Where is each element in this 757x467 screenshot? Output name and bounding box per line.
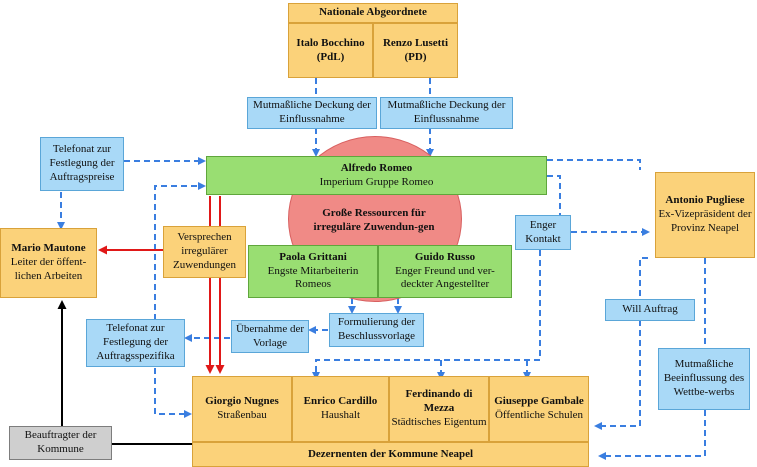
uebernahme-text: Übernahme der Vorlage: [235, 322, 305, 349]
deckung-label-right: Mutmaßliche Deckung der Einflussnahme: [380, 97, 513, 129]
romeo-name: Alfredo Romeo: [340, 161, 413, 174]
beauftragter-text: Beauftragter der Kommune: [24, 429, 97, 455]
nationale-title: Nationale Abgeordnete: [319, 6, 427, 19]
versprechen-text: Versprechen irregulärer Zuwendungen: [173, 231, 236, 271]
gambale-sub: Öffentliche Schulen: [494, 409, 584, 421]
grittani-box: Paola Grittani Engste Mitarbeiterin Rome…: [248, 245, 378, 298]
pugliese-box: Antonio Pugliese Ex-Vizepräsident der Pr…: [655, 172, 755, 258]
russo-box: Guido Russo Enger Freund und ver-deckter…: [378, 245, 512, 298]
will-auftrag-text: Will Auftrag: [622, 303, 678, 316]
deckung-text-right: Mutmaßliche Deckung der Einflussnahme: [387, 99, 506, 125]
uebernahme-box: Übernahme der Vorlage: [231, 320, 309, 353]
resources-text: Große Ressourcen für irreguläre Zuwendun…: [308, 198, 440, 244]
dimezza-name: Ferdinando di Mezza: [405, 388, 473, 415]
bocchino-box: Italo Bocchino (PdL): [288, 23, 373, 78]
pugliese-name: Antonio Pugliese: [665, 194, 745, 207]
gambale-name: Giuseppe Gambale: [494, 395, 584, 408]
gambale-box: Giuseppe Gambale Öffentliche Schulen: [489, 376, 589, 442]
dezernenten-footer-text: Dezernenten der Kommune Neapel: [307, 447, 474, 460]
bocchino-name: Italo Bocchino: [296, 36, 365, 49]
dezernenten-footer: Dezernenten der Kommune Neapel: [192, 442, 589, 467]
deckung-label-left: Mutmaßliche Deckung der Einflussnahme: [247, 97, 377, 129]
beauftragter-box: Beauftragter der Kommune: [9, 426, 112, 460]
telefonat-preise-box: Telefonat zur Festlegung der Auftragspre…: [40, 137, 124, 191]
line-beeinflussung-down: [598, 410, 706, 460]
grittani-name: Paola Grittani: [279, 250, 347, 263]
romeo-sub: Imperium Gruppe Romeo: [319, 175, 434, 188]
russo-name: Guido Russo: [414, 250, 476, 263]
telefonat-preise-text: Telefonat zur Festlegung der Auftragspre…: [49, 143, 115, 183]
lusetti-box: Renzo Lusetti (PD): [373, 23, 458, 78]
versprechen-box: Versprechen irregulärer Zuwendungen: [163, 226, 246, 278]
pugliese-sub: Ex-Vizepräsident der Provinz Neapel: [658, 208, 752, 234]
enger-kontakt-box: Enger Kontakt: [515, 215, 571, 250]
dimezza-sub: Städtisches Eigentum: [391, 415, 487, 428]
mautone-sub: Leiter der öffent-lichen Arbeiten: [10, 256, 87, 282]
mautone-box: Mario Mautone Leiter der öffent-lichen A…: [0, 228, 97, 298]
line-romeo-pugliese-top: [547, 159, 641, 170]
dimezza-box: Ferdinando di Mezza Städtisches Eigentum: [389, 376, 489, 442]
circle-label: Große Ressourcen für irreguläre Zuwendun…: [313, 207, 435, 233]
enger-kontakt-text: Enger Kontakt: [525, 218, 561, 245]
deckung-text-left: Mutmaßliche Deckung der Einflussnahme: [253, 99, 371, 125]
mautone-name: Mario Mautone: [11, 242, 86, 255]
beeinflussung-text: Mutmaßliche Beeinflussung des Wettbe-wer…: [663, 358, 745, 398]
telefonat-spezifika-box: Telefonat zur Festlegung der Auftragsspe…: [86, 319, 185, 367]
line-will-auftrag: [594, 257, 648, 430]
beeinflussung-box: Mutmaßliche Beeinflussung des Wettbe-wer…: [658, 348, 750, 410]
cardillo-sub: Haushalt: [320, 409, 361, 421]
lusetti-name: Renzo Lusetti: [382, 36, 449, 49]
lusetti-party: (PD): [404, 50, 427, 63]
will-auftrag-box: Will Auftrag: [605, 299, 695, 321]
cardillo-name: Enrico Cardillo: [303, 395, 378, 408]
romeo-box: Alfredo Romeo Imperium Gruppe Romeo: [206, 156, 547, 195]
nugnes-name: Giorgio Nugnes: [205, 395, 279, 408]
telefonat-spezifika-text: Telefonat zur Festlegung der Auftragsspe…: [96, 322, 175, 362]
nugnes-box: Giorgio Nugnes Straßenbau: [192, 376, 292, 442]
grittani-sub: Engste Mitarbeiterin Romeos: [267, 264, 359, 291]
nationale-header: Nationale Abgeordnete: [288, 3, 458, 23]
russo-sub: Enger Freund und ver-deckter Angestellte…: [395, 264, 495, 291]
bocchino-party: (PdL): [316, 50, 345, 63]
nugnes-sub: Straßenbau: [217, 409, 267, 421]
formulierung-box: Formulierung der Beschlussvorlage: [329, 313, 424, 347]
cardillo-box: Enrico Cardillo Haushalt: [292, 376, 389, 442]
formulierung-text: Formulierung der Beschlussvorlage: [337, 316, 416, 342]
